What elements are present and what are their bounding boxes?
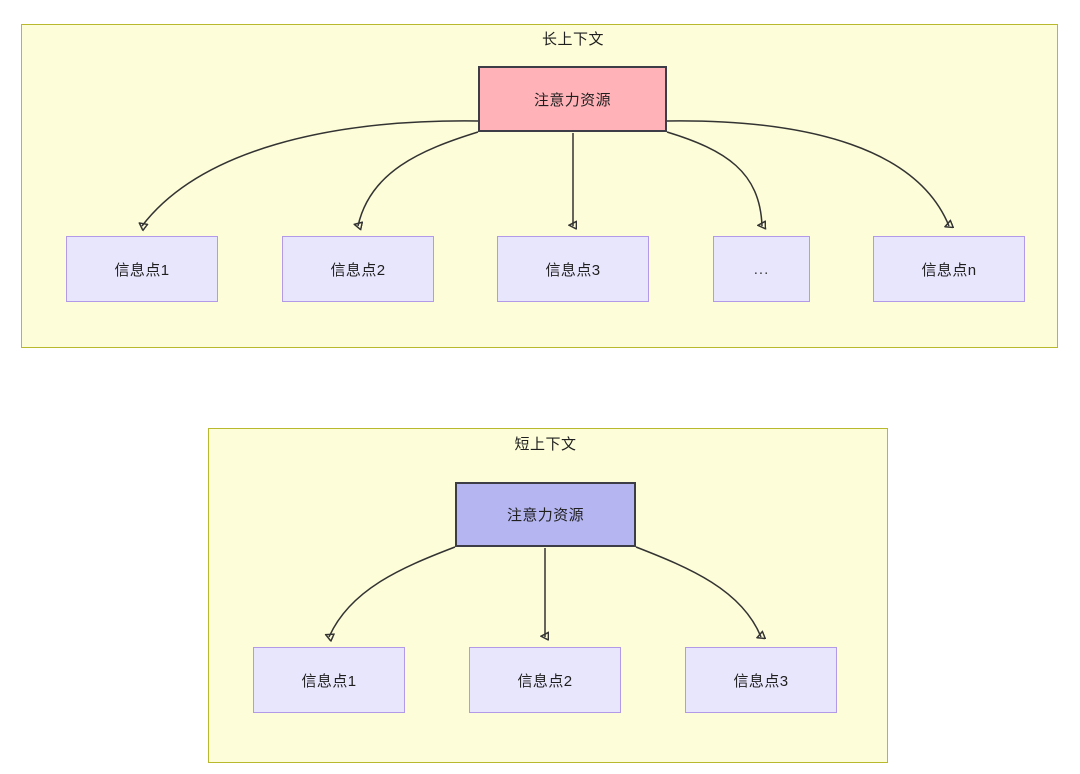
node-info-point-3-short[interactable]: 信息点3: [685, 647, 837, 713]
node-info-point-1-short[interactable]: 信息点1: [253, 647, 405, 713]
node-attention-resource-short[interactable]: 注意力资源: [455, 482, 636, 547]
node-info-point-ellipsis-long[interactable]: ...: [713, 236, 810, 302]
node-attention-resource-long[interactable]: 注意力资源: [478, 66, 667, 132]
group-short-context-title: 短上下文: [514, 436, 577, 453]
node-info-point-2-short[interactable]: 信息点2: [469, 647, 621, 713]
group-long-context-title: 长上下文: [541, 31, 604, 48]
node-info-point-1-long[interactable]: 信息点1: [66, 236, 218, 302]
node-info-point-n-long[interactable]: 信息点n: [873, 236, 1025, 302]
node-info-point-3-long[interactable]: 信息点3: [497, 236, 649, 302]
node-info-point-2-long[interactable]: 信息点2: [282, 236, 434, 302]
